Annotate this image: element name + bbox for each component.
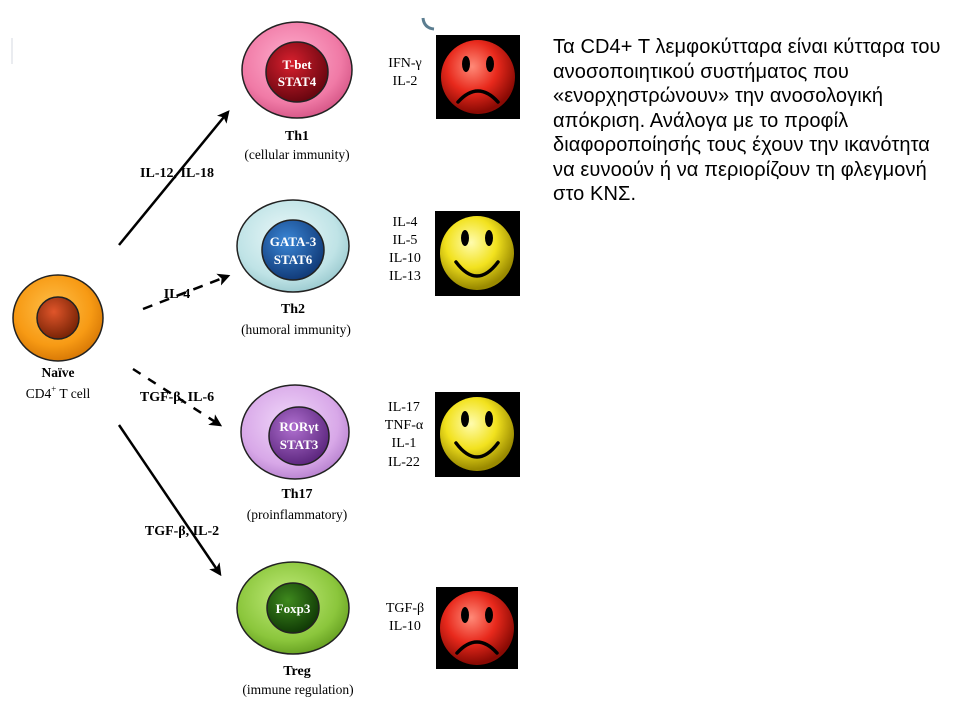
th1-name: Th1 [285,129,309,144]
naive-cell [12,274,104,362]
svg-text:IL-13: IL-13 [389,269,421,284]
treg-factor-1: Foxp3 [276,601,311,616]
svg-text:IL-1: IL-1 [392,436,417,451]
happy-face-icon [435,392,520,477]
th2-factor-2: STAT6 [274,252,313,267]
naive-cell-name: Naïve [42,365,75,380]
th17-name: Th17 [281,487,312,502]
arrow-to-th2 [142,273,231,311]
treg-cell [236,561,350,655]
th1-cell [241,21,353,119]
treg-name: Treg [283,664,310,679]
arrow-to-th1 [118,110,230,246]
cytokines-treg: TGF-β IL-10 [386,601,424,634]
th2-name: Th2 [281,302,305,317]
cytokines-th1: IFN-γ IL-2 [388,56,421,89]
th2-factor-1: GATA-3 [270,234,317,249]
svg-text:IFN-γ: IFN-γ [388,56,421,71]
svg-text:IL-17: IL-17 [388,400,420,415]
cytokines-th17: IL-17 TNF-α IL-1 IL-22 [385,400,424,470]
description-text: Τα CD4+ T λεμφοκύτταρα είναι κύτταρα του… [553,36,941,205]
arrow-to-treg [117,424,222,577]
svg-text:IL-2: IL-2 [393,74,418,89]
th17-role: (proinflammatory) [247,507,347,522]
svg-text:IL-10: IL-10 [389,251,421,266]
sad-face-icon [436,35,520,119]
th1-factor-1: T-bet [282,57,312,72]
th2-cell [236,199,350,293]
svg-text:IL-5: IL-5 [393,233,418,248]
cytokines-th2: IL-4 IL-5 IL-10 IL-13 [389,215,421,284]
th17-cell [240,384,350,480]
signal-label-th1: IL-12, IL-18 [140,166,214,181]
th2-role: (humoral immunity) [241,322,351,337]
treg-role: (immune regulation) [242,682,353,697]
svg-text:IL-22: IL-22 [388,455,420,470]
sad-face-icon [436,587,518,669]
th1-factor-2: STAT4 [278,74,317,89]
decorative-hook-icon [421,17,435,31]
svg-text:TGF-β: TGF-β [386,601,424,616]
svg-text:TNF-α: TNF-α [385,418,424,433]
happy-face-icon [435,211,520,296]
th17-factor-2: STAT3 [280,437,319,452]
signal-label-th2: IL-4 [164,287,190,302]
svg-text:IL-4: IL-4 [393,215,418,230]
signal-label-treg: TGF-β, IL-2 [145,524,219,539]
svg-text:IL-10: IL-10 [389,619,421,634]
signal-label-th17: TGF-β, IL-6 [140,390,214,405]
naive-cell-label: CD4+ T cell [26,384,91,401]
th17-factor-1: RORγt [279,419,319,434]
th1-role: (cellular immunity) [244,147,349,162]
